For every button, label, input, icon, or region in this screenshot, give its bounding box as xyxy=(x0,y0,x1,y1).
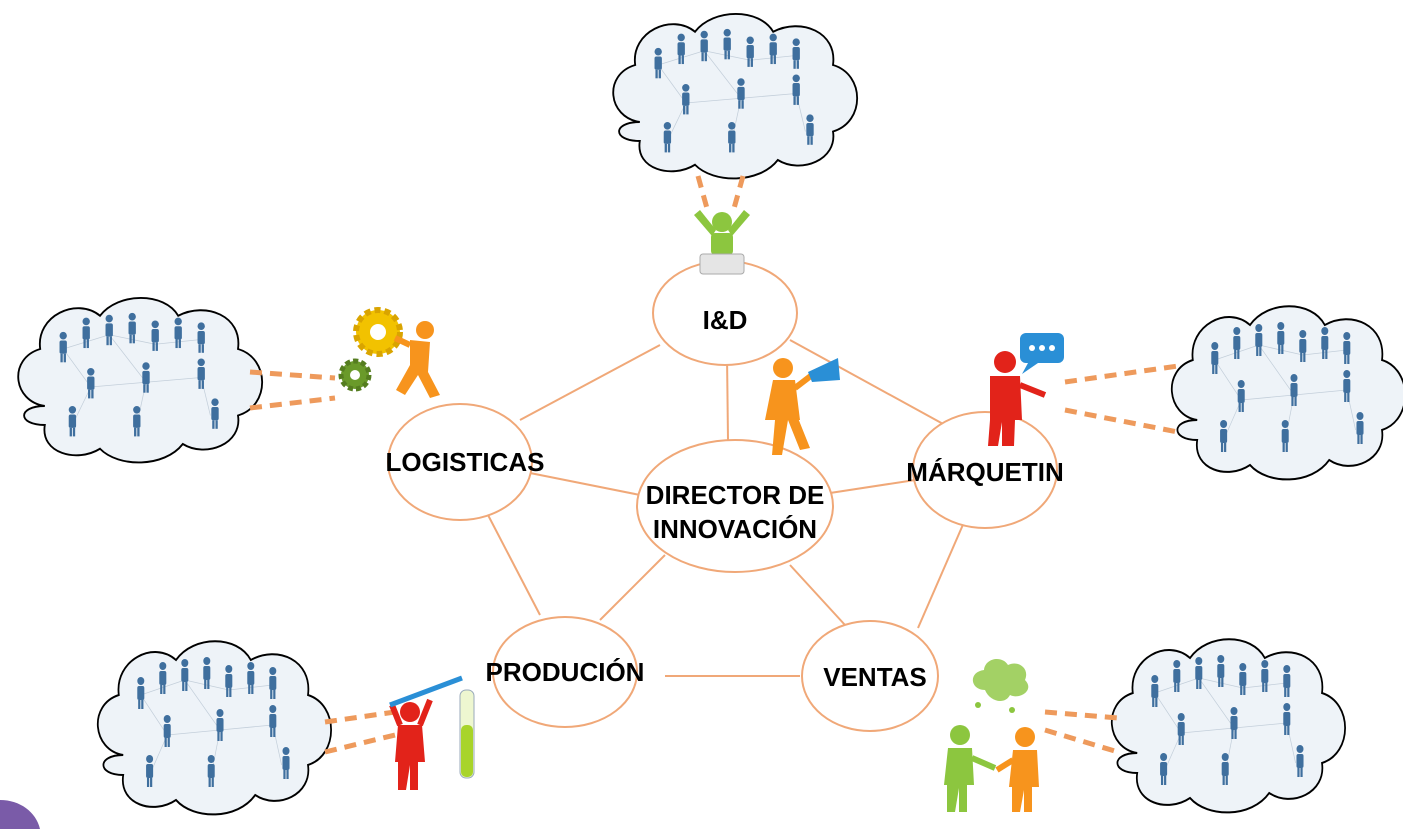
network-cloud-bottom-left xyxy=(96,640,333,816)
marketing-ellipse xyxy=(912,411,1058,529)
handshake-puzzle-people-icon xyxy=(944,658,1039,812)
logistics-label: LOGISTICAS xyxy=(385,447,545,477)
logistics-ellipse xyxy=(387,403,533,521)
production-ellipse xyxy=(492,616,638,728)
node-connectors xyxy=(487,339,966,677)
network-cloud-right xyxy=(1170,305,1403,481)
sales-ellipse xyxy=(801,620,939,732)
center-label-line2: INNOVACIÓN xyxy=(652,514,818,544)
dashed-links xyxy=(249,175,1179,755)
sales-label: VENTAS xyxy=(823,662,927,692)
center-label-line1: DIRECTOR DE xyxy=(645,480,825,510)
network-cloud-left xyxy=(17,296,264,464)
speech-bubble-person-icon xyxy=(988,333,1064,446)
node-ellipses xyxy=(387,260,1058,732)
center-ellipse xyxy=(636,439,834,573)
network-cloud-top xyxy=(612,12,859,180)
id-label: I&D xyxy=(702,305,748,335)
corner-decoration xyxy=(0,800,40,829)
gears-push-person-icon xyxy=(338,307,440,398)
marketing-label: MÁRQUETIN xyxy=(906,457,1064,487)
test-tube-person-icon xyxy=(389,675,475,790)
megaphone-person-icon xyxy=(765,358,840,455)
network-cloud-bottom-right xyxy=(1110,638,1347,814)
production-label: PRODUCIÓN xyxy=(485,657,645,687)
raised-arms-laptop-person-icon xyxy=(694,210,750,275)
